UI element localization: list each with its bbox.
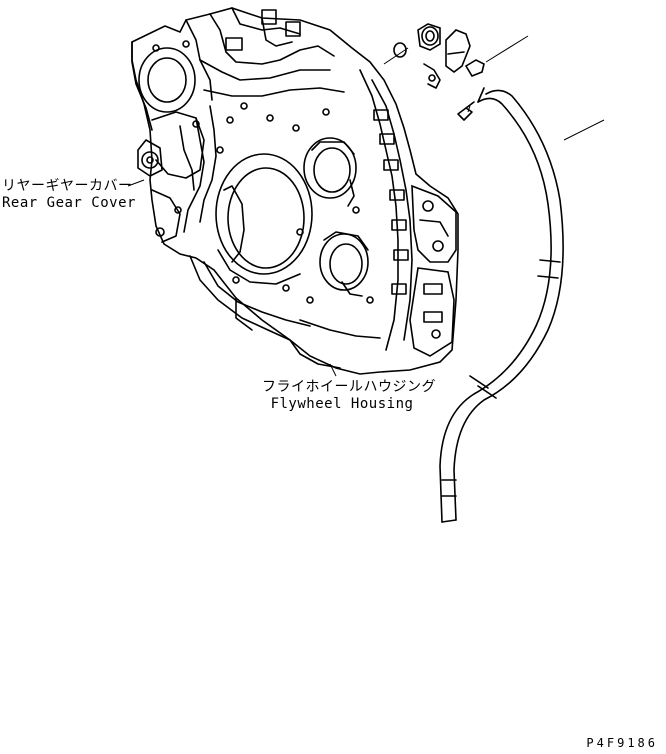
rear-gear-cover-leader bbox=[127, 179, 145, 187]
flywheel-housing-label: フライホイールハウジング Flywheel Housing bbox=[262, 379, 436, 413]
drawing-code: P4F9186 bbox=[586, 736, 658, 750]
rear-gear-cover-label-jp: リヤーギヤーカバー bbox=[2, 178, 133, 194]
flywheel-housing-drawing bbox=[131, 7, 459, 375]
flywheel-housing-label-jp: フライホイールハウジング bbox=[262, 379, 436, 395]
breather-hose bbox=[439, 87, 564, 523]
rear-gear-cover-label: リヤーギヤーカバー Rear Gear Cover bbox=[2, 178, 136, 212]
breather-fittings bbox=[383, 23, 605, 141]
flywheel-housing-label-en: Flywheel Housing bbox=[270, 396, 414, 412]
rear-gear-cover-label-en: Rear Gear Cover bbox=[2, 195, 136, 211]
flywheel-housing-leader bbox=[329, 363, 337, 377]
